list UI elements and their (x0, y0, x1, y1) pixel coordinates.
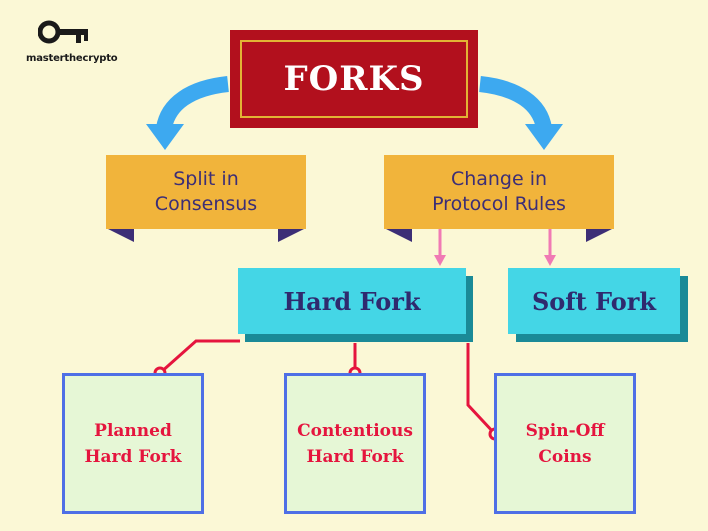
banner-split-consensus: Split in Consensus (106, 155, 306, 229)
curved-arrow-right-icon (478, 76, 552, 130)
banner-right-tail-left (384, 228, 412, 242)
banner-right-tail-right (586, 228, 614, 242)
banner-split-line2: Consensus (154, 193, 258, 215)
connector-spinoff (466, 343, 497, 436)
banner-protocol-line2: Protocol Rules (432, 193, 566, 215)
banner-split-line1: Split in (173, 168, 239, 190)
soft-fork-label: Soft Fork (531, 286, 657, 316)
card-spinoff-coins: Spin-Off Coins (494, 373, 636, 514)
soft-fork-box: Soft Fork (508, 268, 680, 334)
card-planned-line2: Hard Fork (84, 446, 182, 467)
card-spinoff-line1: Spin-Off (525, 420, 605, 441)
card-planned-hard-fork: Planned Hard Fork (62, 373, 204, 514)
logo-text: masterthecrypto (26, 53, 118, 64)
hard-fork-box: Hard Fork (238, 268, 466, 334)
banner-protocol-rules: Change in Protocol Rules (384, 155, 614, 229)
brand-logo: masterthecrypto (26, 18, 136, 68)
key-icon (38, 20, 88, 44)
arrow-head-left-icon (146, 124, 184, 150)
page-title: FORKS (283, 59, 425, 99)
card-spinoff-line2: Coins (538, 446, 592, 467)
banner-protocol-line1: Change in (450, 168, 548, 190)
banner-left-tail-left (106, 228, 134, 242)
arrow-head-right-icon (525, 124, 563, 150)
title-box: FORKS (230, 30, 478, 128)
pink-arrow-hard-head-icon (434, 255, 446, 266)
card-contentious-line1: Contentious (297, 420, 413, 441)
hard-fork-label: Hard Fork (283, 286, 421, 316)
curved-arrow-left-icon (156, 76, 230, 130)
connector-planned (159, 339, 240, 375)
card-contentious-line2: Hard Fork (306, 446, 404, 467)
banner-left-tail-right (278, 228, 306, 242)
card-planned-line1: Planned (94, 420, 172, 441)
card-contentious-hard-fork: Contentious Hard Fork (284, 373, 426, 514)
title-frame: FORKS (240, 40, 468, 118)
pink-arrow-soft-head-icon (544, 255, 556, 266)
